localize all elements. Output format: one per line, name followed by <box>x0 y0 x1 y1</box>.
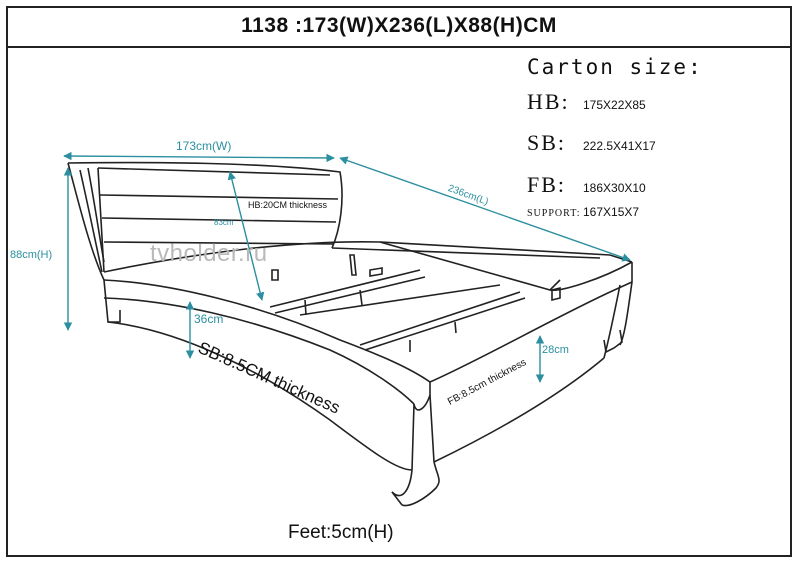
headboard-inner-label: 83cm <box>214 218 234 227</box>
title-bar: 1138 :173(W)X236(L)X88(H)CM <box>6 6 792 48</box>
height-label: 88cm(H) <box>10 249 53 261</box>
feet-label: Feet:5cm(H) <box>288 522 394 543</box>
carton-key: HB: <box>527 89 570 114</box>
hb-thickness-label: HB:20CM thickness <box>248 200 328 210</box>
footboard-height-label: 28cm <box>542 344 569 356</box>
side-height-label: 36cm <box>194 312 224 326</box>
dimension-lines <box>63 151 631 383</box>
diagram-frame <box>6 6 792 557</box>
carton-row-sb: SB: 222.5X41X17 <box>527 130 656 156</box>
carton-key: SB: <box>527 130 567 155</box>
carton-value: 175X22X85 <box>583 98 646 112</box>
watermark: tvholder.ru <box>150 240 268 267</box>
diagram-title: 1138 :173(W)X236(L)X88(H)CM <box>241 14 557 37</box>
bed-outline <box>67 161 633 507</box>
carton-row-hb: HB: 175X22X85 <box>527 89 646 115</box>
carton-size-title: Carton size: <box>527 55 703 79</box>
width-label: 173cm(W) <box>176 139 232 153</box>
carton-value: 222.5X41X17 <box>583 139 656 153</box>
